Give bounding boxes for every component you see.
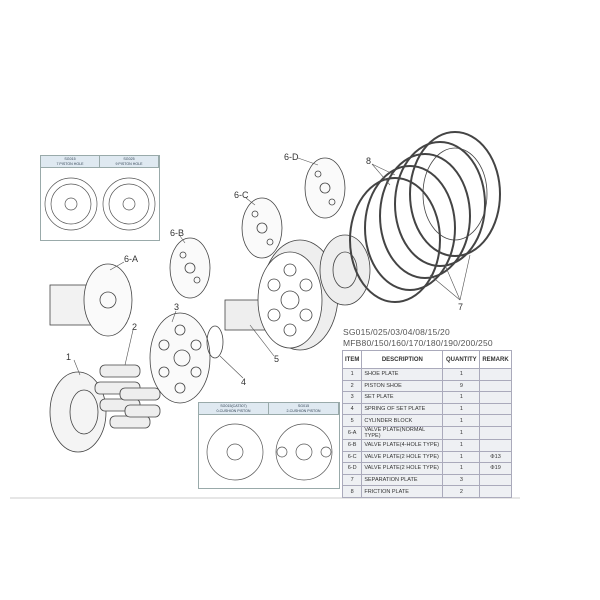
table-cell [479,414,512,427]
table-cell: VALVE PLATE(2 HOLE TYPE) [361,462,444,475]
table-cell: 7 [341,473,363,487]
table-cell: 6-D [341,462,363,475]
col-header: REMARK [479,350,512,369]
inset-label: SG015(CAT307) [220,404,247,408]
inset-label: 2-CUSHION PISTON [286,408,321,413]
table-cell: 2 [442,485,481,498]
inset-label: 0-CUSHION PISTON [216,408,251,413]
table-cell: 1 [442,402,481,416]
table-cell: 6-B [341,438,363,452]
callout-6c: 6-C [234,190,249,200]
table-cell: VALVE PLATE(2 HOLE TYPE) [361,450,444,464]
inset-label: 7 PISTON HOLE [56,161,84,166]
table-cell [479,391,512,404]
table-cell: 2 [341,379,363,393]
table-cell [479,425,512,440]
table-cell [479,473,512,487]
set-plate [149,312,211,404]
callout-6b: 6-B [170,228,184,238]
table-cell [479,438,512,452]
shoe-plate [49,371,107,453]
inset-top-drawings [44,177,156,231]
table-cell: 8 [341,485,363,498]
table-cell [479,368,512,381]
table-cell: 1 [442,462,481,475]
col-header: ITEM [341,350,363,369]
table-cell: VALVE PLATE(4-HOLE TYPE) [361,438,444,452]
callout-6d: 6-D [284,152,299,162]
callout-3: 3 [174,302,179,312]
callout-5: 5 [274,354,279,364]
table-cell: FRICTION PLATE [361,485,444,498]
table-cell: Φ19 [479,462,512,475]
table-cell: 1 [442,414,481,427]
model-list-2: MFB80/150/160/170/180/190/200/250 [343,338,493,348]
callout-1: 1 [66,352,71,362]
table-cell: SET PLATE [361,391,444,404]
spring-of-set-plate [206,325,224,359]
table-cell: 4 [341,402,363,416]
table-cell: 6-C [341,450,363,464]
callout-7: 7 [458,302,463,312]
table-cell: 1 [341,368,363,381]
table-cell: CYLINDER BLOCK [361,414,444,427]
table-cell [479,402,512,416]
table-cell: 1 [442,425,481,440]
callout-8: 8 [366,156,371,166]
table-cell: 3 [341,391,363,404]
callout-6a: 6-A [124,254,138,264]
table-cell: 5 [341,414,363,427]
table-cell: 9 [442,379,481,393]
valve-plate-6b [169,237,211,299]
table-cell: 1 [442,438,481,452]
table-cell: 6-A [341,425,363,440]
table-cell: Φ13 [479,450,512,464]
table-cell: 1 [442,368,481,381]
leader-lines [73,157,471,379]
inset-bottom-drawings [206,423,333,481]
cylinder-block [224,239,339,351]
table-cell: 3 [442,473,481,487]
table-cell: VALVE PLATE(NORMAL TYPE) [361,425,444,440]
table-cell: SEPARATION PLATE [361,473,444,487]
table-cell: SPRING OF SET PLATE [361,402,444,416]
valve-plate-6a [49,263,133,337]
inset-label: 9 PISTON HOLE [115,161,143,166]
valve-plate-6d [304,157,346,219]
callout-2: 2 [132,322,137,332]
model-list-1: SG015/025/03/04/08/15/20 [343,327,450,337]
inset-label: SG025 [123,157,135,161]
callout-labels: 1 2 3 4 5 6-A 6-B 6-C 6-D 7 8 [66,152,463,387]
piston-shoes [94,364,161,429]
col-header: DESCRIPTION [361,350,444,369]
table-cell: SHOE PLATE [361,368,444,381]
table-cell [479,485,512,498]
table-cell: PISTON SHOE [361,379,444,393]
table-cell [479,379,512,393]
plate-stack [319,131,501,306]
callout-4: 4 [241,377,246,387]
table-cell: 1 [442,391,481,404]
valve-plate-6c [241,197,283,259]
table-cell: 1 [442,450,481,464]
inset-label: SG015 [64,157,76,161]
inset-label: SG015 [297,404,310,408]
col-header: QUANTITY [442,350,481,369]
